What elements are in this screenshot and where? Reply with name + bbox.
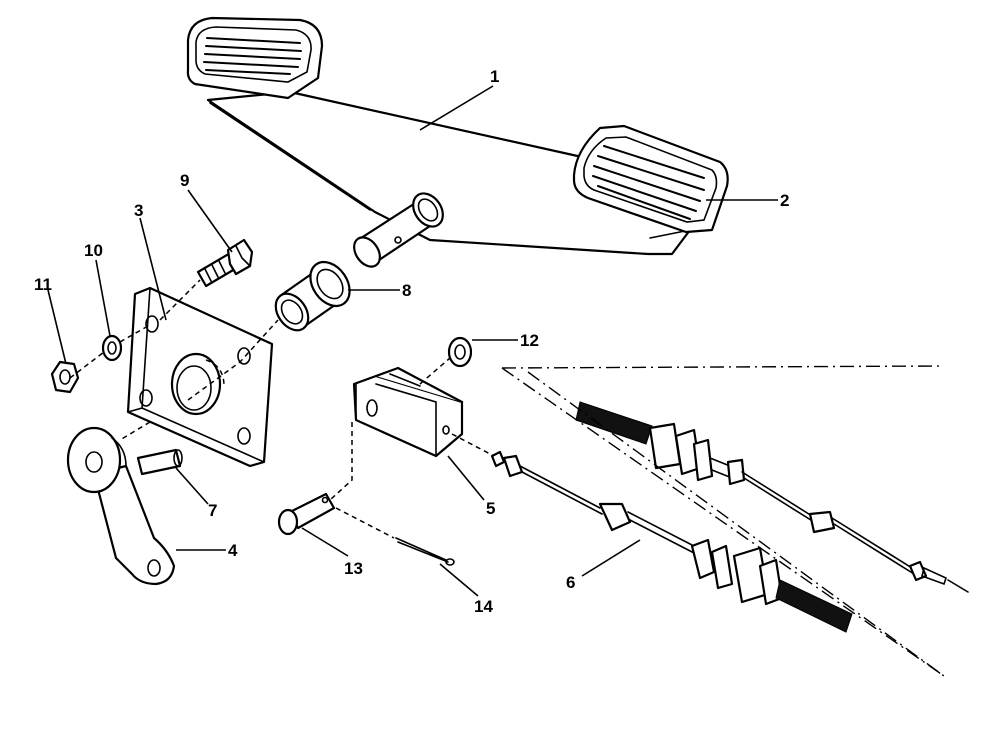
part-11-nut: [50, 360, 80, 394]
callout-11: 11: [34, 275, 52, 294]
assembly-lines: [69, 279, 945, 677]
callout-8: 8: [402, 281, 411, 300]
part-14-cotter-pin: [395, 537, 455, 566]
callout-13: 13: [344, 559, 363, 578]
callout-4: 4: [228, 541, 238, 560]
callout-labels: 1 2 3 4 5 6 7 8 9 10 11 12 13 14: [34, 67, 789, 616]
part-8-bushing: [274, 260, 351, 332]
callout-5: 5: [486, 499, 495, 518]
callout-6: 6: [566, 573, 575, 592]
callout-1: 1: [490, 67, 499, 86]
callout-9: 9: [180, 171, 189, 190]
part-13-clevis-pin: [277, 492, 336, 536]
leader-lines: [47, 85, 778, 597]
callout-14: 14: [474, 597, 493, 616]
part-9-bolt: [196, 238, 254, 288]
callout-10: 10: [84, 241, 103, 260]
callout-2: 2: [780, 191, 789, 210]
part-7-pin: [136, 448, 183, 476]
callout-7: 7: [208, 501, 217, 520]
callout-12: 12: [520, 331, 539, 350]
callout-3: 3: [134, 201, 143, 220]
part-1-left-pedal-pad: [186, 16, 324, 100]
part-6-lower-cable: [490, 450, 853, 633]
part-4-lever: [66, 426, 176, 586]
pivot-shaft: [353, 192, 444, 268]
part-6-upper-cable: [575, 401, 969, 593]
part-5-clevis: [352, 366, 464, 458]
part-10-washer: [101, 334, 123, 362]
part-12-washer: [447, 336, 473, 368]
part-2-right-pedal-pad: [572, 124, 729, 234]
part-3-mounting-plate: [126, 286, 274, 468]
